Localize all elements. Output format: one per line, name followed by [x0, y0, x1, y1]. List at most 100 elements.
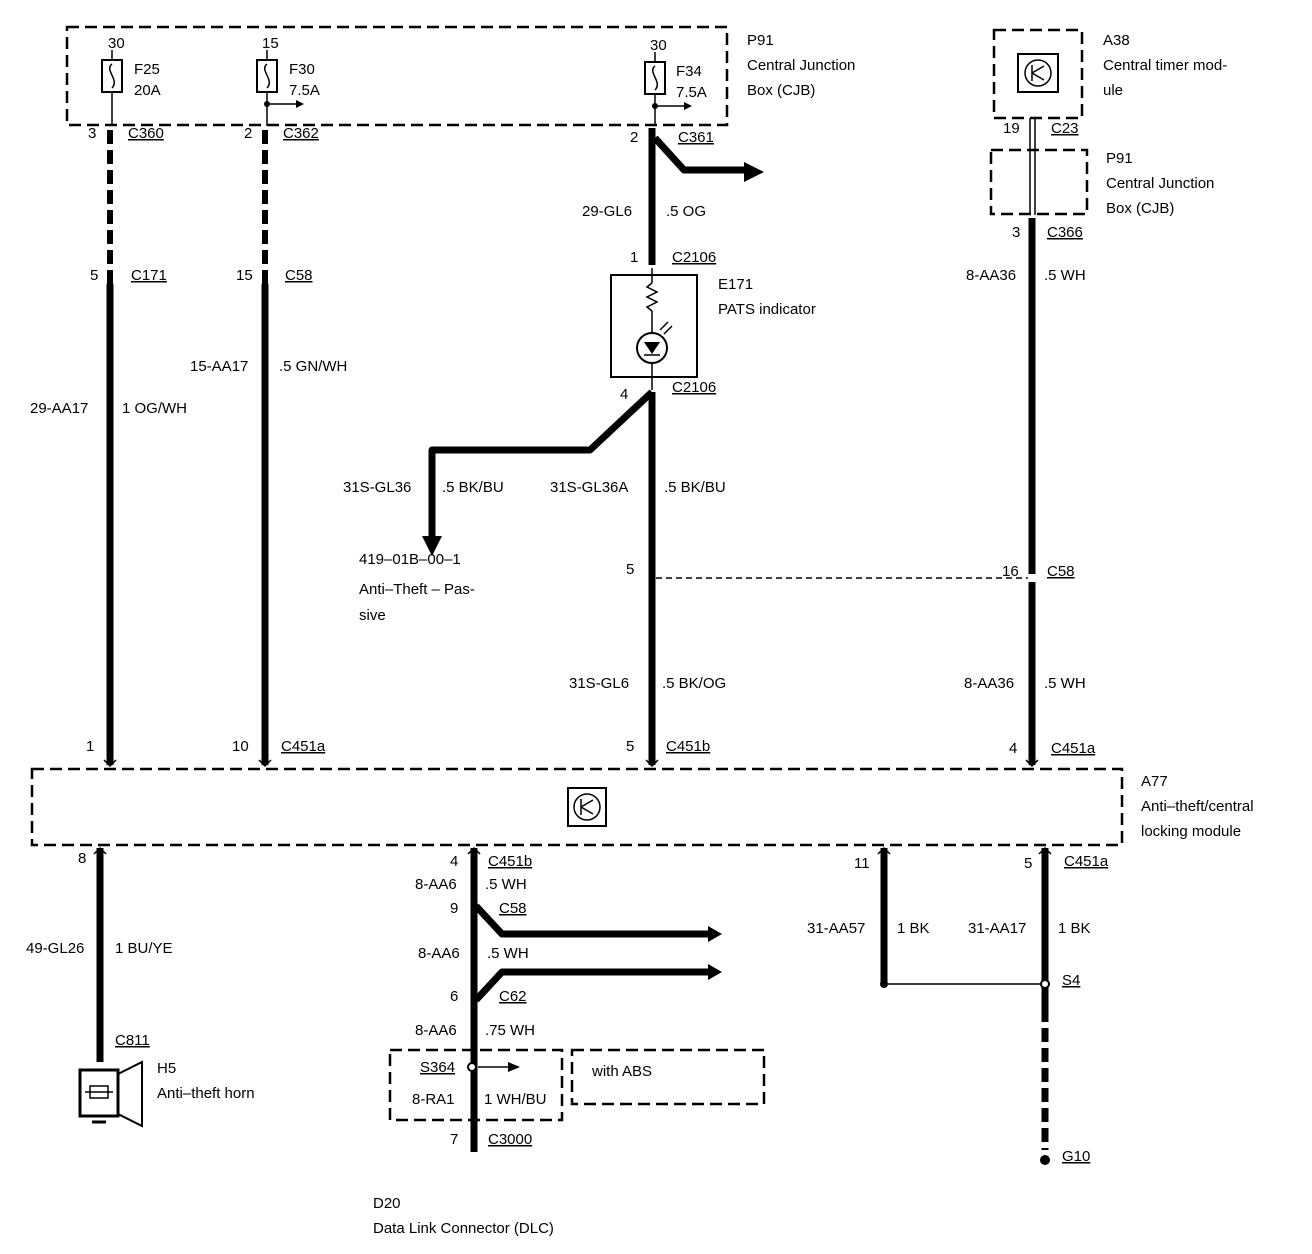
fuse-f25: 30 F25 20A — [101, 35, 161, 126]
wire-c361-branch — [652, 135, 748, 174]
fuse-f34: 30 F34 7.5A — [644, 37, 707, 126]
w13-circuit: 8-RA1 — [412, 1091, 455, 1108]
c58-mid-label: C58 — [1047, 563, 1075, 580]
svg-text:30: 30 — [650, 37, 667, 54]
ref-line3: sive — [359, 607, 386, 624]
fuse-f30: 15 F30 7.5A — [256, 35, 320, 126]
timer-module-icon — [1017, 53, 1059, 93]
c58-mid-pin-left: 5 — [626, 561, 634, 578]
w5-spec: .5 BK/BU — [664, 479, 726, 496]
s4-splice-icon — [1040, 979, 1050, 989]
c58-lower-pin: 9 — [450, 900, 458, 917]
svg-text:20A: 20A — [134, 82, 161, 99]
svg-text:F25: F25 — [134, 61, 160, 78]
c23-label: C23 — [1051, 120, 1079, 137]
w7-spec: .5 WH — [1044, 267, 1086, 284]
s364-ref-arrow — [508, 1062, 520, 1072]
horn-line1: Anti–theft horn — [157, 1085, 255, 1102]
cjb-right-line2: Box (CJB) — [1106, 200, 1174, 217]
timer-module-line1: Central timer mod- — [1103, 57, 1227, 74]
w1-circuit: 29-AA17 — [30, 400, 88, 417]
dlc-id: D20 — [373, 1195, 401, 1212]
g10-ground-icon — [1040, 1155, 1050, 1165]
c362-pin: 2 — [244, 125, 252, 142]
c171-pin: 5 — [90, 267, 98, 284]
s364-box — [388, 1048, 564, 1122]
c451a-4-label: C451a — [1051, 740, 1096, 757]
svg-text:30: 30 — [108, 35, 125, 52]
wire-c62-branch — [473, 968, 708, 1003]
svg-text:15: 15 — [262, 35, 279, 52]
w8-spec: .5 WH — [1044, 675, 1086, 692]
svg-text:7.5A: 7.5A — [289, 82, 320, 99]
c361-branch-arrow — [744, 162, 764, 182]
w9-spec: 1 BU/YE — [115, 940, 173, 957]
wire-31s-gl36 — [428, 389, 655, 538]
c62-label: C62 — [499, 988, 527, 1005]
c451a-1-pin: 1 — [86, 738, 94, 755]
w11-circuit: 8-AA6 — [418, 945, 460, 962]
c360-pin: 3 — [88, 125, 96, 142]
w2-circuit: 15-AA17 — [190, 358, 248, 375]
w13-spec: 1 WH/BU — [484, 1091, 547, 1108]
w4-spec: .5 BK/BU — [442, 479, 504, 496]
w12-spec: .75 WH — [485, 1022, 535, 1039]
c58-left-pin: 15 — [236, 267, 253, 284]
a77-line2: locking module — [1141, 823, 1241, 840]
c451a-4-pin: 4 — [1009, 740, 1017, 757]
ref-line1: 419–01B–00–1 — [359, 551, 461, 568]
w6-spec: .5 BK/OG — [662, 675, 726, 692]
c451a-11-pin: 11 — [854, 855, 870, 872]
w8-circuit: 8-AA36 — [964, 675, 1014, 692]
a77-module-box — [30, 767, 1124, 847]
c62-branch-arrow — [708, 964, 722, 980]
w2-spec: .5 GN/WH — [279, 358, 347, 375]
c360-label: C360 — [128, 125, 164, 142]
c811-pin-8: 8 — [78, 850, 86, 867]
w1-spec: 1 OG/WH — [122, 400, 187, 417]
w3-circuit: 29-GL6 — [582, 203, 632, 220]
c811-label: C811 — [115, 1032, 150, 1049]
c451a-10-label: C451a — [281, 738, 326, 755]
cjb-top-line2: Box (CJB) — [747, 82, 815, 99]
horn-id: H5 — [157, 1060, 176, 1077]
a77-terminal-ticks — [93, 759, 1052, 855]
w12-circuit: 8-AA6 — [415, 1022, 457, 1039]
c3000-pin: 7 — [450, 1131, 458, 1148]
c58-mid-pin: 16 — [1002, 563, 1019, 580]
cjb-right-id: P91 — [1106, 150, 1133, 167]
c366-label: C366 — [1047, 224, 1083, 241]
svg-text:F30: F30 — [289, 61, 315, 78]
w7-circuit: 8-AA36 — [966, 267, 1016, 284]
timer-module-box — [992, 28, 1084, 120]
c361-label: C361 — [678, 129, 714, 146]
g10-label: G10 — [1062, 1148, 1090, 1165]
svg-text:F34: F34 — [676, 63, 702, 80]
c451b-5-label: C451b — [666, 738, 710, 755]
c171-label: C171 — [131, 267, 167, 284]
w15-spec: 1 BK — [1058, 920, 1091, 937]
pats-line1: PATS indicator — [718, 301, 816, 318]
w5-circuit: 31S-GL36A — [550, 479, 628, 496]
w15-circuit: 31-AA17 — [968, 920, 1026, 937]
c451b-5-pin: 5 — [626, 738, 634, 755]
c58-branch-arrow — [708, 926, 722, 942]
w14-spec: 1 BK — [897, 920, 930, 937]
s4-label: S4 — [1062, 972, 1080, 989]
c451a-10-pin: 10 — [232, 738, 249, 755]
s364-label: S364 — [420, 1059, 455, 1076]
c58-left-label: C58 — [285, 267, 313, 284]
w4-circuit: 31S-GL36 — [343, 479, 411, 496]
cjb-top-id: P91 — [747, 32, 774, 49]
c366-pin: 3 — [1012, 224, 1020, 241]
gl36-arrow — [422, 536, 442, 556]
c361-pin: 2 — [630, 129, 638, 146]
a77-module-icon — [567, 787, 607, 827]
timer-module-id: A38 — [1103, 32, 1130, 49]
cjb-top-box — [65, 25, 729, 127]
pats-indicator-box — [610, 274, 698, 378]
cjb-right-line1: Central Junction — [1106, 175, 1214, 192]
a77-line1: Anti–theft/central — [1141, 798, 1254, 815]
c451a-5-pin: 5 — [1024, 855, 1032, 872]
w6-circuit: 31S-GL6 — [569, 675, 629, 692]
